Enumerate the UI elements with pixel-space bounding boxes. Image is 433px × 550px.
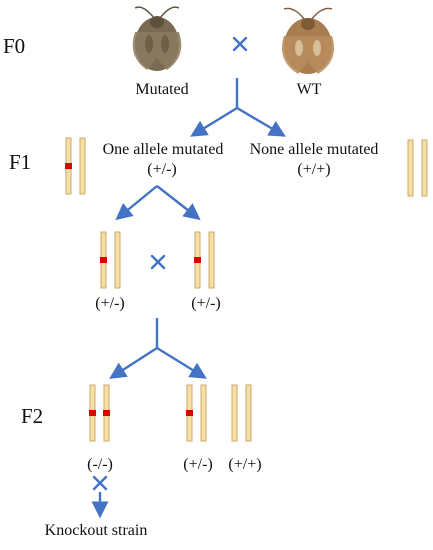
f1-wildtype-chromosome-pair <box>407 139 428 197</box>
mutation-marker <box>186 410 193 416</box>
mutation-marker <box>89 410 96 416</box>
wildtype-group-genotype: (+/+) <box>297 161 331 178</box>
mutated-parent-label: Mutated <box>135 81 189 98</box>
f2-heterozygous-genotype: (+/-) <box>183 456 213 473</box>
heterozygous-group-label: One allele mutated <box>102 141 224 158</box>
cross-mark-knockout <box>92 475 108 491</box>
knockout-strain-label: Knockout strain <box>44 522 148 539</box>
chromosome <box>245 384 252 442</box>
generation-f0-label: F0 <box>3 34 26 58</box>
f1-cross-right-chromosome-pair <box>194 231 215 289</box>
chromosome <box>208 231 215 289</box>
mutation-marker <box>100 257 107 263</box>
f1-cross-left-genotype: (+/-) <box>95 295 125 312</box>
wt-parent-label: WT <box>296 81 322 98</box>
moth-wt-icon <box>281 7 335 74</box>
f2-heterozygous-chromosome-pair <box>186 384 207 442</box>
chromosome <box>200 384 207 442</box>
mutation-marker <box>194 257 201 263</box>
generation-f1-label: F1 <box>9 150 32 174</box>
chromosome <box>407 139 414 197</box>
chromosome <box>79 137 86 195</box>
f2-wildtype-chromosome-pair <box>231 384 252 442</box>
chromosome-pairs <box>65 137 428 442</box>
mutation-marker <box>103 410 110 416</box>
cross-mark-f1 <box>150 254 166 270</box>
mutation-marker <box>65 163 72 169</box>
chromosome <box>114 231 121 289</box>
f1-heterozygous-chromosome-pair <box>65 137 86 195</box>
arrow-f0-to-f1 <box>190 78 286 137</box>
f2-homozygous-chromosome-pair <box>89 384 110 442</box>
chromosome <box>421 139 428 197</box>
cross-mark-f0 <box>232 36 248 52</box>
arrow-f1-cross-to-f2 <box>109 318 207 379</box>
f2-wildtype-genotype: (+/+) <box>228 456 262 473</box>
wildtype-group-label: None allele mutated <box>249 141 379 158</box>
f1-cross-left-chromosome-pair <box>100 231 121 289</box>
moth-mutated-icon <box>132 6 182 71</box>
f2-homozygous-genotype: (-/-) <box>87 456 113 473</box>
generation-f2-label: F2 <box>21 404 44 428</box>
f1-cross-right-genotype: (+/-) <box>191 295 221 312</box>
arrow-f1-split <box>115 185 201 221</box>
heterozygous-group-genotype: (+/-) <box>147 161 177 178</box>
chromosome <box>231 384 238 442</box>
